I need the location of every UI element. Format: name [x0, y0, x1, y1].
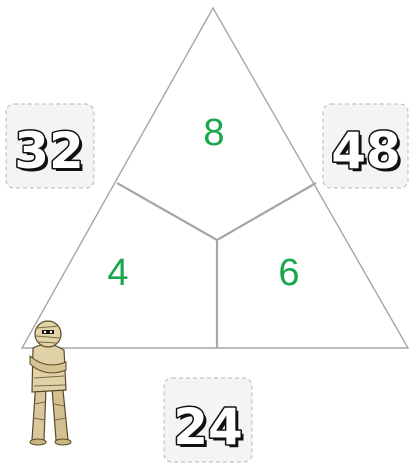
- sector-top-number: 8: [203, 112, 224, 154]
- sector-left-number: 4: [107, 252, 128, 294]
- corner-top-right-number: 48: [331, 122, 401, 180]
- corner-bottom-number: 24: [173, 398, 243, 456]
- corner-top-left-number: 32: [14, 122, 84, 180]
- corner-top-left[interactable]: 32 32: [6, 104, 94, 188]
- corner-top-right[interactable]: 48 48: [323, 104, 408, 188]
- sector-right-number: 6: [278, 252, 299, 294]
- corner-bottom[interactable]: 24 24: [164, 378, 252, 462]
